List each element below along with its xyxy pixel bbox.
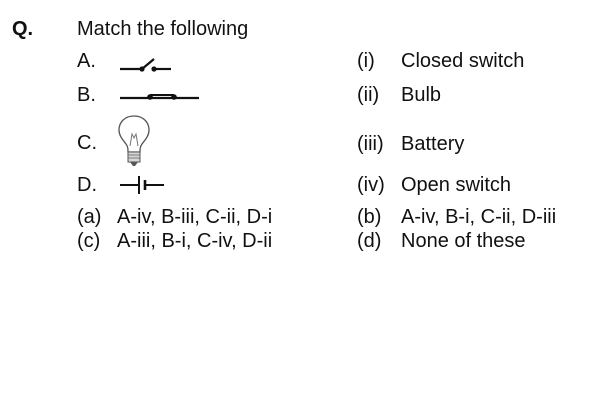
right-item-text: Battery	[401, 133, 465, 155]
closed-switch-symbol-icon	[118, 88, 202, 104]
right-item-numeral: (iii)	[357, 133, 384, 155]
left-item-letter-d: D.	[77, 174, 97, 196]
option-text: A-iii, B-i, C-iv, D-ii	[117, 230, 273, 252]
option-text: None of these	[401, 230, 526, 252]
open-switch-symbol-icon	[118, 56, 174, 76]
left-item-letter-b: B.	[77, 84, 96, 106]
option-text: A-iv, B-i, C-ii, D-iii	[401, 206, 557, 228]
option-key: (d)	[357, 230, 382, 252]
battery-symbol-icon	[118, 174, 168, 196]
option-key: (b)	[357, 206, 382, 228]
question-label: Q.	[12, 18, 34, 40]
option-key: (a)	[77, 206, 102, 228]
left-item-letter-a: A.	[77, 50, 96, 72]
question-prompt: Match the following	[77, 18, 249, 40]
right-item-numeral: (iv)	[357, 174, 385, 196]
right-item-numeral: (i)	[357, 50, 375, 72]
option-key: (c)	[77, 230, 101, 252]
left-item-letter-c: C.	[77, 132, 97, 154]
right-item-text: Bulb	[401, 84, 442, 106]
right-item-text: Closed switch	[401, 50, 525, 72]
right-item-numeral: (ii)	[357, 84, 380, 106]
option-text: A-iv, B-iii, C-ii, D-i	[117, 206, 273, 228]
right-item-text: Open switch	[401, 174, 512, 196]
bulb-icon	[117, 114, 151, 168]
